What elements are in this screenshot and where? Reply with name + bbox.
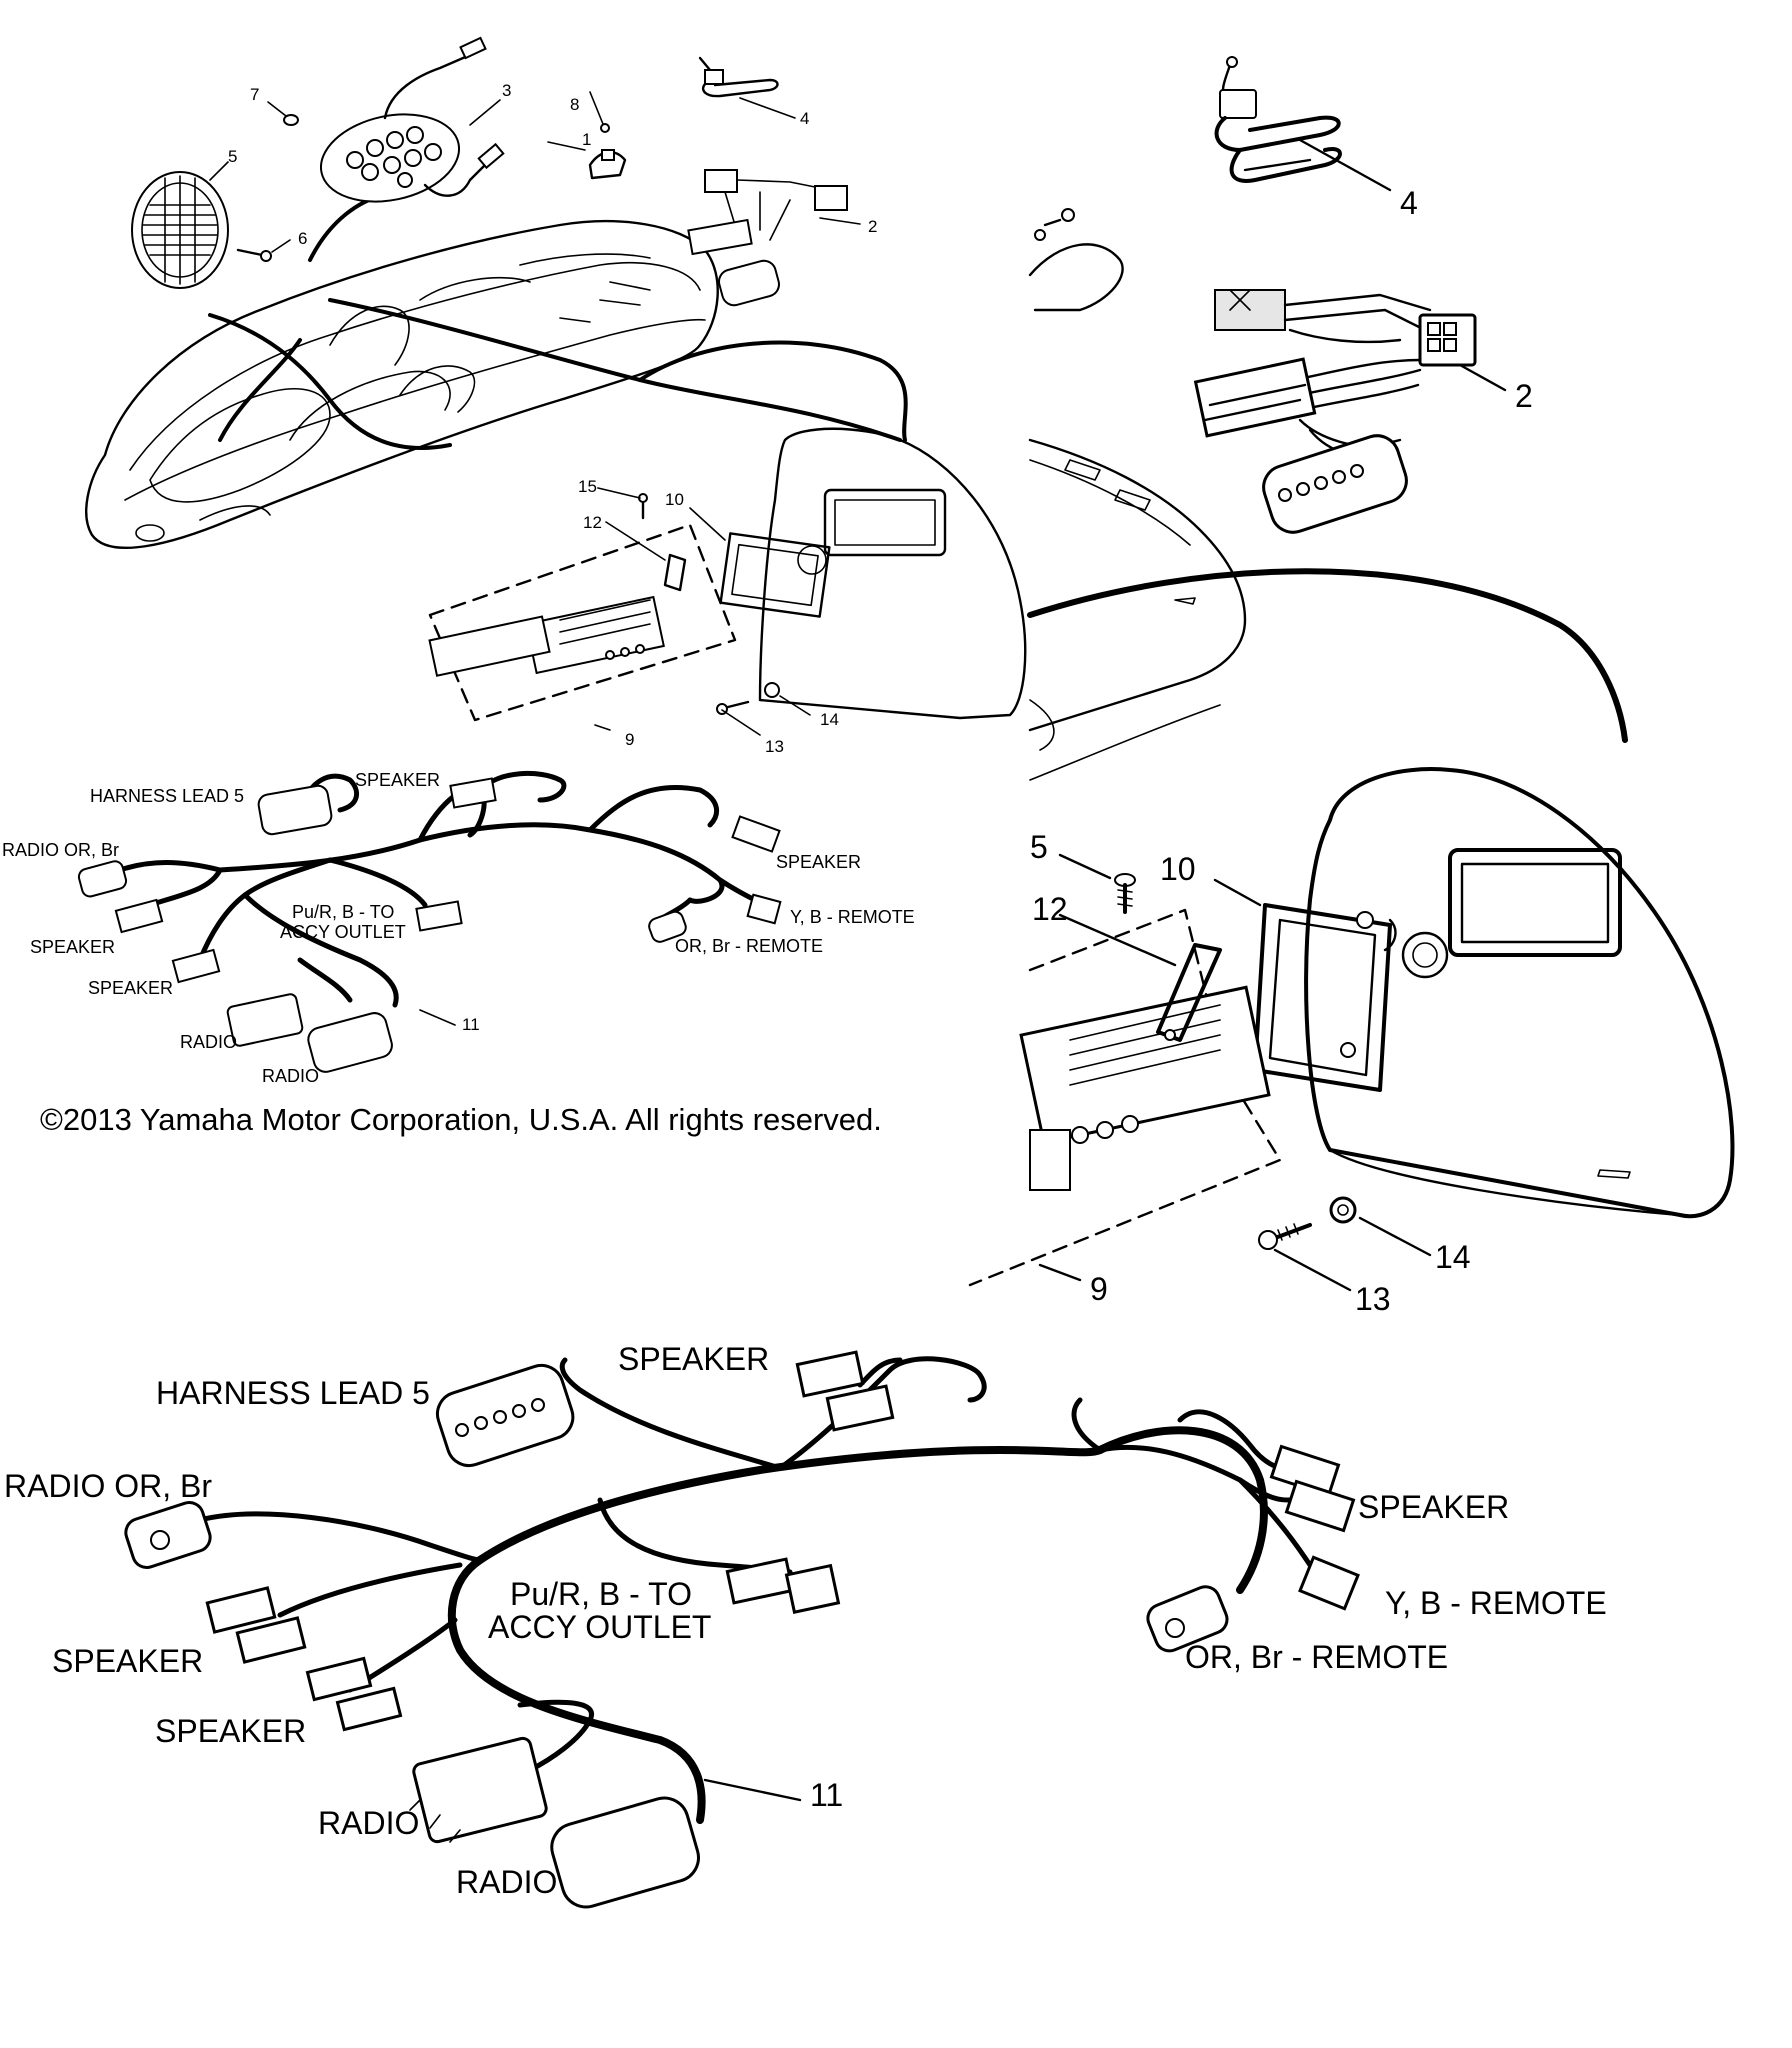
callout-7: 7 xyxy=(250,85,259,104)
nut-small-14 xyxy=(764,682,780,698)
trim-frame-large xyxy=(1253,903,1397,1092)
callout-6: 6 xyxy=(298,229,307,248)
connector-harness-large-2 xyxy=(1193,289,1477,534)
clamp-large-1 xyxy=(1028,208,1124,312)
boat-hull xyxy=(85,220,719,550)
bolt-small-13 xyxy=(716,700,750,715)
label-accy-outlet-large: ACCY OUTLET xyxy=(488,1609,711,1645)
bolt-large-13 xyxy=(1258,1223,1312,1250)
dash-panel-large xyxy=(1304,767,1735,1219)
trim-frame-small xyxy=(719,532,831,618)
nut-large-14 xyxy=(1329,1196,1357,1224)
label-speaker-large-2: SPEAKER xyxy=(1358,1489,1509,1525)
leaders-large-top xyxy=(1298,138,1507,392)
speaker-grille-small xyxy=(131,171,229,289)
leaders-small xyxy=(209,91,861,736)
callout-8: 8 xyxy=(570,95,579,114)
callout-11: 11 xyxy=(462,1015,480,1034)
callout-3: 3 xyxy=(502,81,511,100)
callout-large-10: 10 xyxy=(1160,851,1196,887)
callout-large-9: 9 xyxy=(1090,1271,1108,1307)
harness-small xyxy=(77,770,782,1073)
label-pu-r-b-large: Pu/R, B - TO xyxy=(510,1576,692,1612)
bracket-large-12 xyxy=(1156,943,1222,1042)
label-speaker-small-1: SPEAKER xyxy=(355,770,440,790)
label-harness-lead-large: HARNESS LEAD 5 xyxy=(156,1375,430,1411)
callout-large-12: 12 xyxy=(1032,891,1068,927)
label-speaker-small-2: SPEAKER xyxy=(776,852,861,872)
label-accy-outlet-small: ACCY OUTLET xyxy=(280,922,406,942)
label-speaker-large-1: SPEAKER xyxy=(618,1341,769,1377)
remote-keypad-small xyxy=(319,36,505,203)
callout-2: 2 xyxy=(868,217,877,236)
label-speaker-small-3: SPEAKER xyxy=(30,937,115,957)
label-or-br-remote-large: OR, Br - REMOTE xyxy=(1185,1639,1448,1675)
callout-4: 4 xyxy=(800,109,809,128)
callout-1: 1 xyxy=(582,130,591,149)
callout-10: 10 xyxy=(665,490,684,509)
label-radio-or-br-large: RADIO OR, Br xyxy=(4,1468,212,1504)
label-y-b-remote-large: Y, B - REMOTE xyxy=(1385,1585,1607,1621)
label-radio-or-br-small: RADIO OR, Br xyxy=(2,840,119,860)
label-radio-small-2: RADIO xyxy=(262,1066,319,1086)
label-radio-large-1: RADIO xyxy=(318,1805,419,1841)
label-harness-lead-small: HARNESS LEAD 5 xyxy=(90,786,244,806)
clamp-small-1 xyxy=(588,123,627,180)
label-speaker-large-4: SPEAKER xyxy=(155,1713,306,1749)
callout-12: 12 xyxy=(583,513,602,532)
callout-14: 14 xyxy=(820,710,839,729)
antenna-small-4 xyxy=(698,56,779,98)
copyright-notice: ©2013 Yamaha Motor Corporation, U.S.A. A… xyxy=(40,1102,882,1137)
callout-large-4: 4 xyxy=(1400,185,1418,221)
callout-large-2: 2 xyxy=(1515,378,1533,414)
harness-large xyxy=(124,1350,1360,1909)
boat-wires xyxy=(208,193,908,450)
label-y-b-remote-small: Y, B - REMOTE xyxy=(790,907,915,927)
harness-labels-small: HARNESS LEAD 5 SPEAKER RADIO OR, Br SPEA… xyxy=(2,770,915,1086)
leaders-large-mid xyxy=(1038,853,1432,1292)
callout-large-11: 11 xyxy=(810,1777,843,1813)
label-speaker-small-4: SPEAKER xyxy=(88,978,173,998)
label-speaker-large-3: SPEAKER xyxy=(52,1643,203,1679)
grommet-small-7 xyxy=(283,114,299,126)
harness-labels-large: HARNESS LEAD 5 SPEAKER RADIO OR, Br SPEA… xyxy=(4,1341,1607,1900)
screw-large-15 xyxy=(1114,873,1136,914)
label-or-br-remote-small: OR, Br - REMOTE xyxy=(675,936,823,956)
callouts-small: 1 2 3 4 5 6 7 8 9 10 11 12 13 14 15 xyxy=(228,81,877,1034)
callout-9: 9 xyxy=(625,730,634,749)
callout-13: 13 xyxy=(765,737,784,756)
connector-harness-small-2 xyxy=(687,169,848,307)
dash-panel-small xyxy=(758,427,1027,720)
callout-large-13: 13 xyxy=(1355,1281,1391,1317)
callout-15: 15 xyxy=(578,477,597,496)
callout-5: 5 xyxy=(228,147,237,166)
callout-large-14: 14 xyxy=(1435,1239,1471,1275)
label-radio-large-2: RADIO xyxy=(456,1864,557,1900)
label-pu-r-b-small: Pu/R, B - TO xyxy=(292,902,394,922)
bracket-small-12 xyxy=(663,553,687,592)
label-radio-small-1: RADIO xyxy=(180,1032,237,1052)
antenna-large-4 xyxy=(1214,56,1342,183)
radio-unit-small xyxy=(428,523,737,722)
screw-small-6 xyxy=(236,248,272,262)
boat-fragment-large xyxy=(1027,438,1628,781)
radio-unit-large xyxy=(968,908,1282,1287)
callout-large-5: 5 xyxy=(1030,829,1048,865)
